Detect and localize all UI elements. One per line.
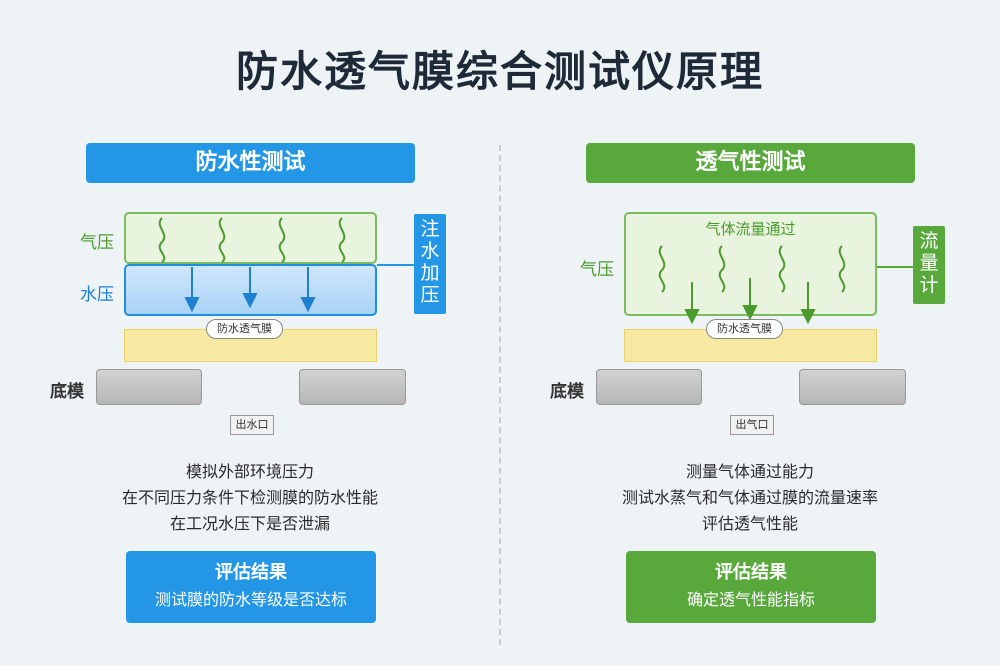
right-connector-line bbox=[877, 266, 913, 268]
arrow-down-icon bbox=[184, 267, 316, 313]
desc-line: 测量气体通过能力 bbox=[685, 462, 814, 481]
desc-line: 测试水蒸气和气体通过膜的流量速率 bbox=[621, 488, 878, 507]
left-base-block-2 bbox=[299, 369, 406, 405]
flowmeter-box: 流 量 计 bbox=[913, 226, 945, 304]
side-box-char: 加 bbox=[420, 262, 440, 284]
waterproof-test-header: 防水性测试 bbox=[86, 143, 415, 183]
left-gas-label: 气压 bbox=[80, 233, 114, 253]
result-text: 确定透气性能指标 bbox=[686, 590, 815, 609]
water-outlet-label: 出水口 bbox=[230, 415, 274, 435]
breathability-test-header: 透气性测试 bbox=[586, 143, 915, 183]
arrow-down-icon bbox=[684, 278, 816, 325]
side-box-char: 水 bbox=[420, 240, 440, 262]
right-base-block-2 bbox=[799, 369, 906, 405]
left-membrane-label: 防水透气膜 bbox=[206, 319, 283, 339]
result-title: 评估结果 bbox=[215, 562, 287, 583]
desc-line: 在工况水压下是否泄漏 bbox=[169, 514, 330, 533]
wavy-line-icon bbox=[658, 245, 846, 293]
water-injection-box: 注 水 加 压 bbox=[414, 214, 446, 314]
side-box-char: 计 bbox=[919, 274, 939, 296]
side-box-char: 压 bbox=[420, 284, 440, 306]
right-description: 测量气体通过能力 测试水蒸气和气体通过膜的流量速率 评估透气性能 bbox=[560, 459, 940, 537]
left-gas-chamber bbox=[124, 212, 377, 264]
right-base-label: 底模 bbox=[550, 382, 584, 402]
desc-line: 评估透气性能 bbox=[701, 514, 798, 533]
result-title: 评估结果 bbox=[715, 562, 787, 583]
desc-line: 在不同压力条件下检测膜的防水性能 bbox=[121, 488, 378, 507]
air-outlet-label: 出气口 bbox=[730, 415, 774, 435]
center-divider bbox=[499, 145, 501, 645]
wavy-line-icon bbox=[158, 217, 346, 263]
page-title: 防水透气膜综合测试仪原理 bbox=[235, 47, 764, 96]
desc-line: 模拟外部环境压力 bbox=[185, 462, 314, 481]
gas-flow-label: 气体流量通过 bbox=[705, 220, 796, 238]
side-box-char: 量 bbox=[919, 252, 939, 274]
side-box-char: 流 bbox=[919, 230, 939, 252]
side-box-char: 注 bbox=[420, 218, 440, 240]
right-membrane-label: 防水透气膜 bbox=[706, 319, 783, 339]
left-connector-line bbox=[377, 264, 414, 266]
left-base-label: 底模 bbox=[50, 382, 84, 402]
right-gas-label: 气压 bbox=[580, 260, 614, 280]
result-text: 测试膜的防水等级是否达标 bbox=[154, 590, 347, 609]
left-description: 模拟外部环境压力 在不同压力条件下检测膜的防水性能 在工况水压下是否泄漏 bbox=[60, 459, 440, 537]
water-pressure-label: 水压 bbox=[80, 285, 114, 305]
right-result-box: 评估结果 确定透气性能指标 bbox=[626, 551, 876, 623]
right-base-block-1 bbox=[596, 369, 702, 405]
left-result-box: 评估结果 测试膜的防水等级是否达标 bbox=[126, 551, 376, 623]
left-base-block-1 bbox=[96, 369, 202, 405]
